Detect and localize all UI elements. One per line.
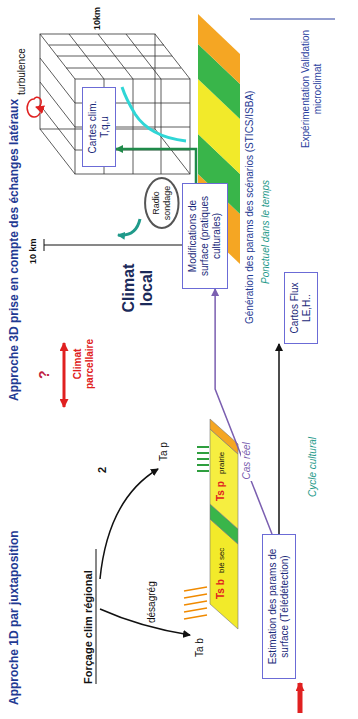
text-label: 2 (96, 467, 109, 473)
node-text: Modifications de surface (pratiques cult… (187, 189, 223, 283)
text-label: Approche 1D par juxtaposition (8, 530, 22, 705)
text-label: blé sec (217, 548, 226, 573)
disaggregation-arrow (100, 609, 190, 635)
text-label: Ta b (194, 638, 206, 657)
validation-line (250, 19, 335, 20)
scale-line (44, 245, 185, 246)
text-label: Climat parcellaire (72, 327, 95, 401)
text-label: Ts b (215, 579, 227, 599)
text-label: 10km (92, 7, 102, 30)
text-label: ? (36, 370, 52, 379)
turbulence-swirl (27, 97, 41, 117)
node-text: Radio sondage (151, 181, 173, 225)
heat-flux-strokes (184, 587, 207, 619)
node-text: Cartos Flux LE,H.. (289, 278, 313, 338)
node-text: Estimation des params de surface (Télédé… (267, 540, 291, 673)
edge-label: Cas réel (241, 440, 252, 481)
grass-bars (197, 447, 209, 471)
process-box: Modifications de surface (pratiques cult… (182, 183, 228, 289)
connector-arrow (215, 289, 272, 534)
text-label: Approche 3D prise en compte des échanges… (8, 99, 22, 401)
parcel-strip (210, 419, 238, 629)
input-arrow (298, 683, 303, 713)
edge-label: Cycle cultural (307, 435, 318, 499)
double-arrow (63, 343, 66, 407)
text-label: 10 km (28, 238, 38, 264)
disaggregation-arrow (100, 469, 158, 579)
text-label: Ts p (215, 481, 227, 501)
text-label: prairie (217, 452, 226, 474)
text-label: Ponctuel dans le temps (260, 180, 272, 284)
grid-cube (40, 34, 190, 174)
node-text: Cartes clim. T,q,u (87, 93, 111, 161)
underline (96, 549, 97, 684)
scale-line (44, 239, 45, 251)
feedback-arrow (118, 219, 140, 235)
process-box: Cartes clim. T,q,u (82, 87, 116, 167)
text-label: turbulence (16, 48, 28, 95)
text-label: Forçage clim régional (82, 570, 95, 684)
plume (122, 87, 186, 141)
radiosonde-ellipse: Radio sondage (144, 177, 180, 229)
text-label: Ta p (158, 442, 170, 461)
text-label: Expérimentation Validation microclimat (300, 27, 323, 151)
process-box: Cartos Flux LE,H.. (284, 272, 318, 344)
connector-arrow (278, 344, 280, 534)
process-box: Estimation des params de surface (Télédé… (262, 534, 296, 679)
text-label: Climat local (120, 255, 157, 321)
connector-arrow (116, 149, 196, 183)
text-label: Génération des params des scénarios (STI… (244, 91, 256, 324)
text-label: désagrég (146, 581, 158, 623)
